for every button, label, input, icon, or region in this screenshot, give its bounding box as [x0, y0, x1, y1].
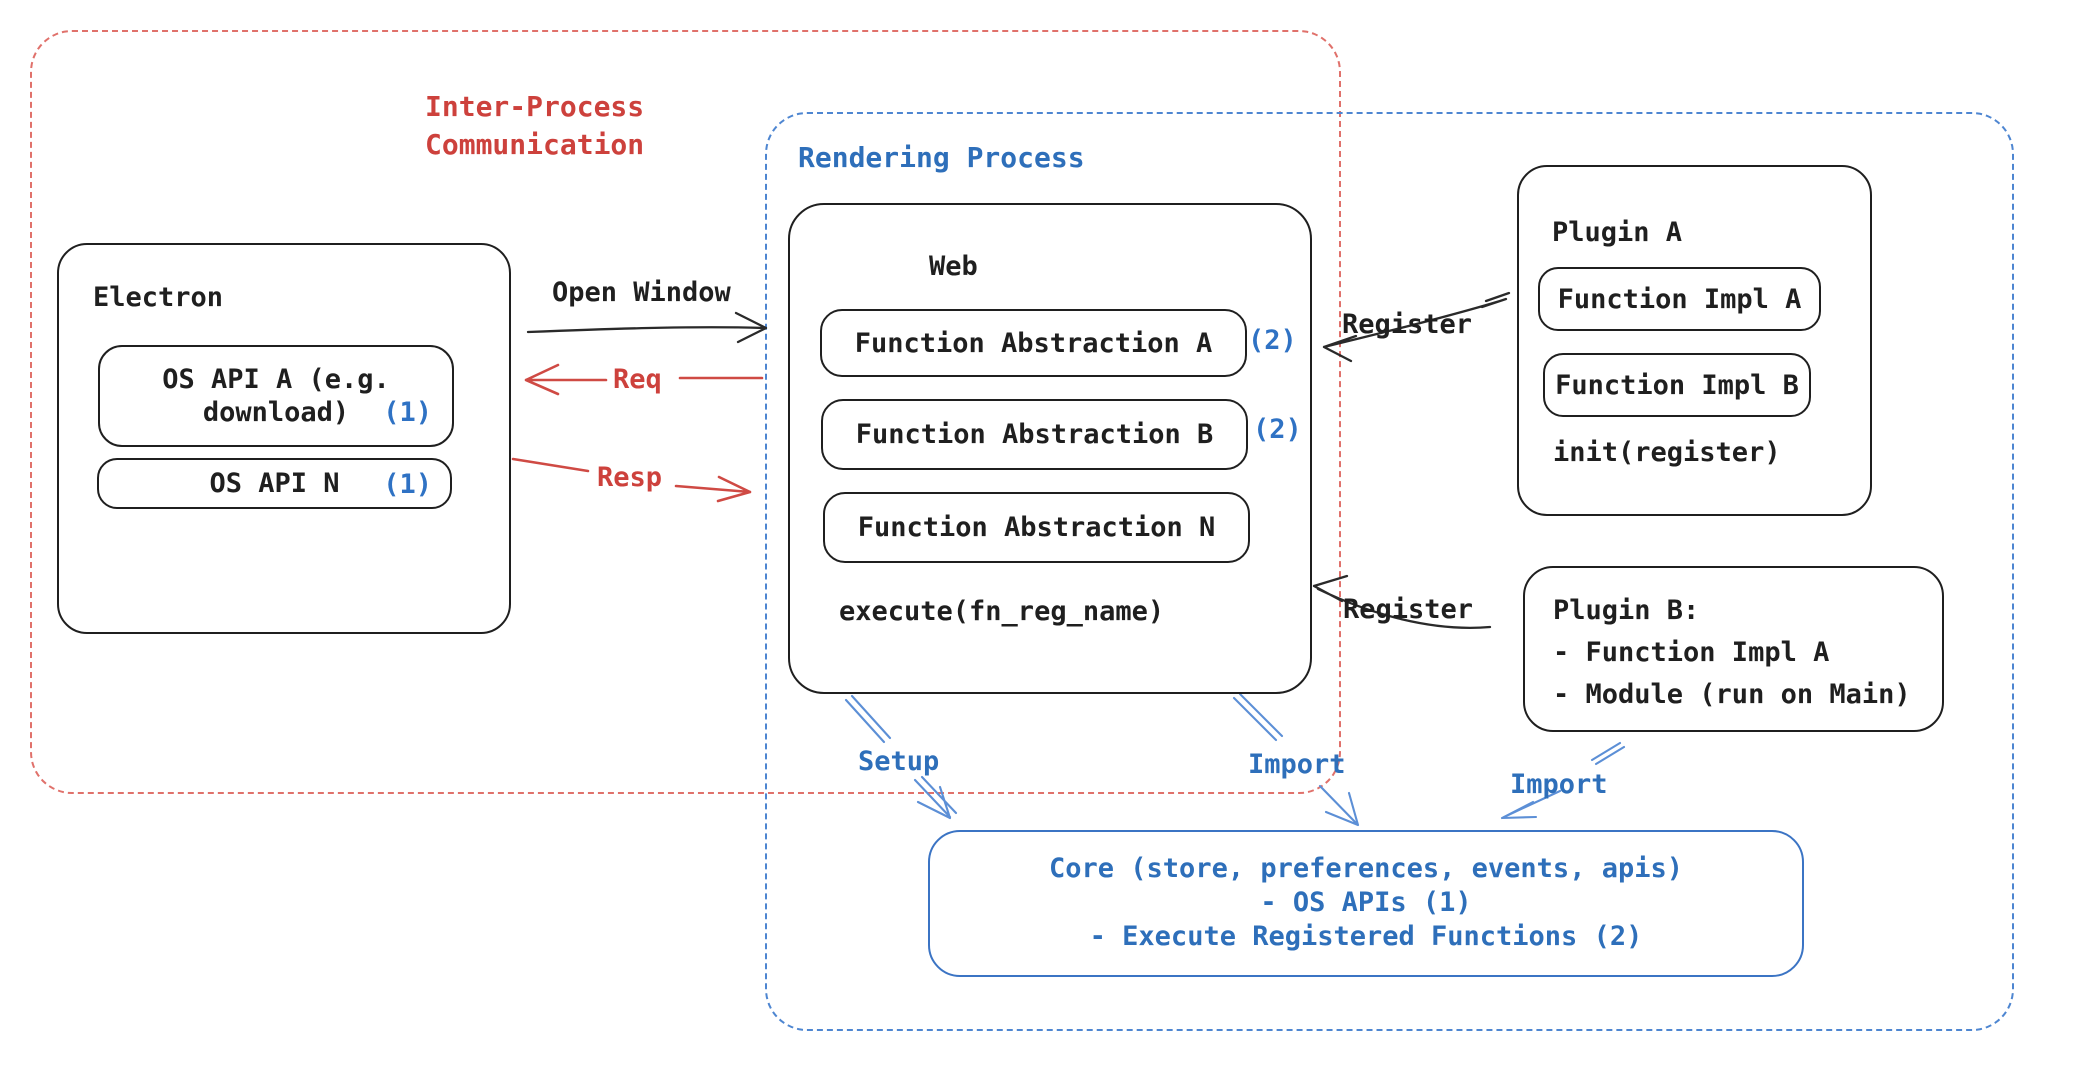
function-abstraction-b-label: Function Abstraction B: [855, 419, 1214, 450]
os-api-n-label: OS API N: [209, 468, 340, 499]
register-a-label: Register: [1342, 309, 1473, 340]
ipc-region-label: Inter-Process Communication: [425, 88, 644, 164]
import-core-label: Import: [1248, 749, 1346, 780]
core-title: Core (store, preferences, events, apis): [1049, 853, 1683, 884]
ipc-label-line2: Communication: [425, 128, 645, 161]
function-impl-a-box: Function Impl A: [1538, 267, 1821, 331]
electron-title: Electron: [93, 282, 224, 313]
function-abstraction-n-label: Function Abstraction N: [857, 512, 1216, 543]
os-api-a-line2: download): [202, 397, 350, 428]
function-abstraction-b-box: Function Abstraction B: [821, 399, 1248, 470]
import-plugin-b-label: Import: [1510, 769, 1608, 800]
plugin-a-title: Plugin A: [1552, 217, 1683, 248]
function-impl-b-label: Function Impl B: [1555, 369, 1799, 401]
function-abstraction-a-box: Function Abstraction A: [820, 309, 1247, 377]
function-abstraction-b-badge: (2): [1253, 414, 1302, 445]
ipc-label-line1: Inter-Process: [425, 90, 645, 123]
os-api-n-badge: (1): [383, 469, 432, 500]
core-execute-functions: - Execute Registered Functions (2): [1089, 921, 1643, 952]
plugin-b-module: - Module (run on Main): [1553, 679, 1911, 710]
setup-label: Setup: [858, 746, 940, 777]
execute-label: execute(fn_reg_name): [839, 596, 1165, 627]
ipc-region-outline: [30, 30, 1341, 794]
web-title: Web: [929, 251, 978, 282]
function-abstraction-a-badge: (2): [1248, 325, 1297, 356]
os-api-a-badge: (1): [383, 397, 432, 428]
plugin-b-impl-a: - Function Impl A: [1553, 637, 1830, 668]
core-os-apis: - OS APIs (1): [1260, 887, 1472, 918]
init-register-label: init(register): [1553, 437, 1781, 468]
plugin-b-title: Plugin B:: [1553, 595, 1700, 626]
resp-label: Resp: [597, 462, 663, 493]
function-abstraction-a-label: Function Abstraction A: [854, 327, 1213, 359]
plugin-b-box: Plugin B: - Function Impl A - Module (ru…: [1523, 566, 1944, 732]
function-impl-b-box: Function Impl B: [1543, 353, 1811, 417]
os-api-a-line1: OS API A (e.g.: [162, 364, 390, 395]
open-window-label: Open Window: [552, 277, 731, 308]
rendering-process-label: Rendering Process: [798, 141, 1085, 174]
os-api-n-box: OS API N (1): [97, 458, 452, 509]
core-box: Core (store, preferences, events, apis) …: [928, 830, 1804, 977]
req-label: Req: [613, 364, 662, 395]
function-abstraction-n-box: Function Abstraction N: [823, 492, 1250, 563]
os-api-a-box: OS API A (e.g. download) (1): [98, 345, 454, 447]
function-impl-a-label: Function Impl A: [1557, 283, 1802, 315]
plugin-a-box: [1517, 165, 1872, 516]
rendering-process-region-outline: [765, 112, 2014, 1031]
register-b-label: Register: [1343, 594, 1474, 625]
